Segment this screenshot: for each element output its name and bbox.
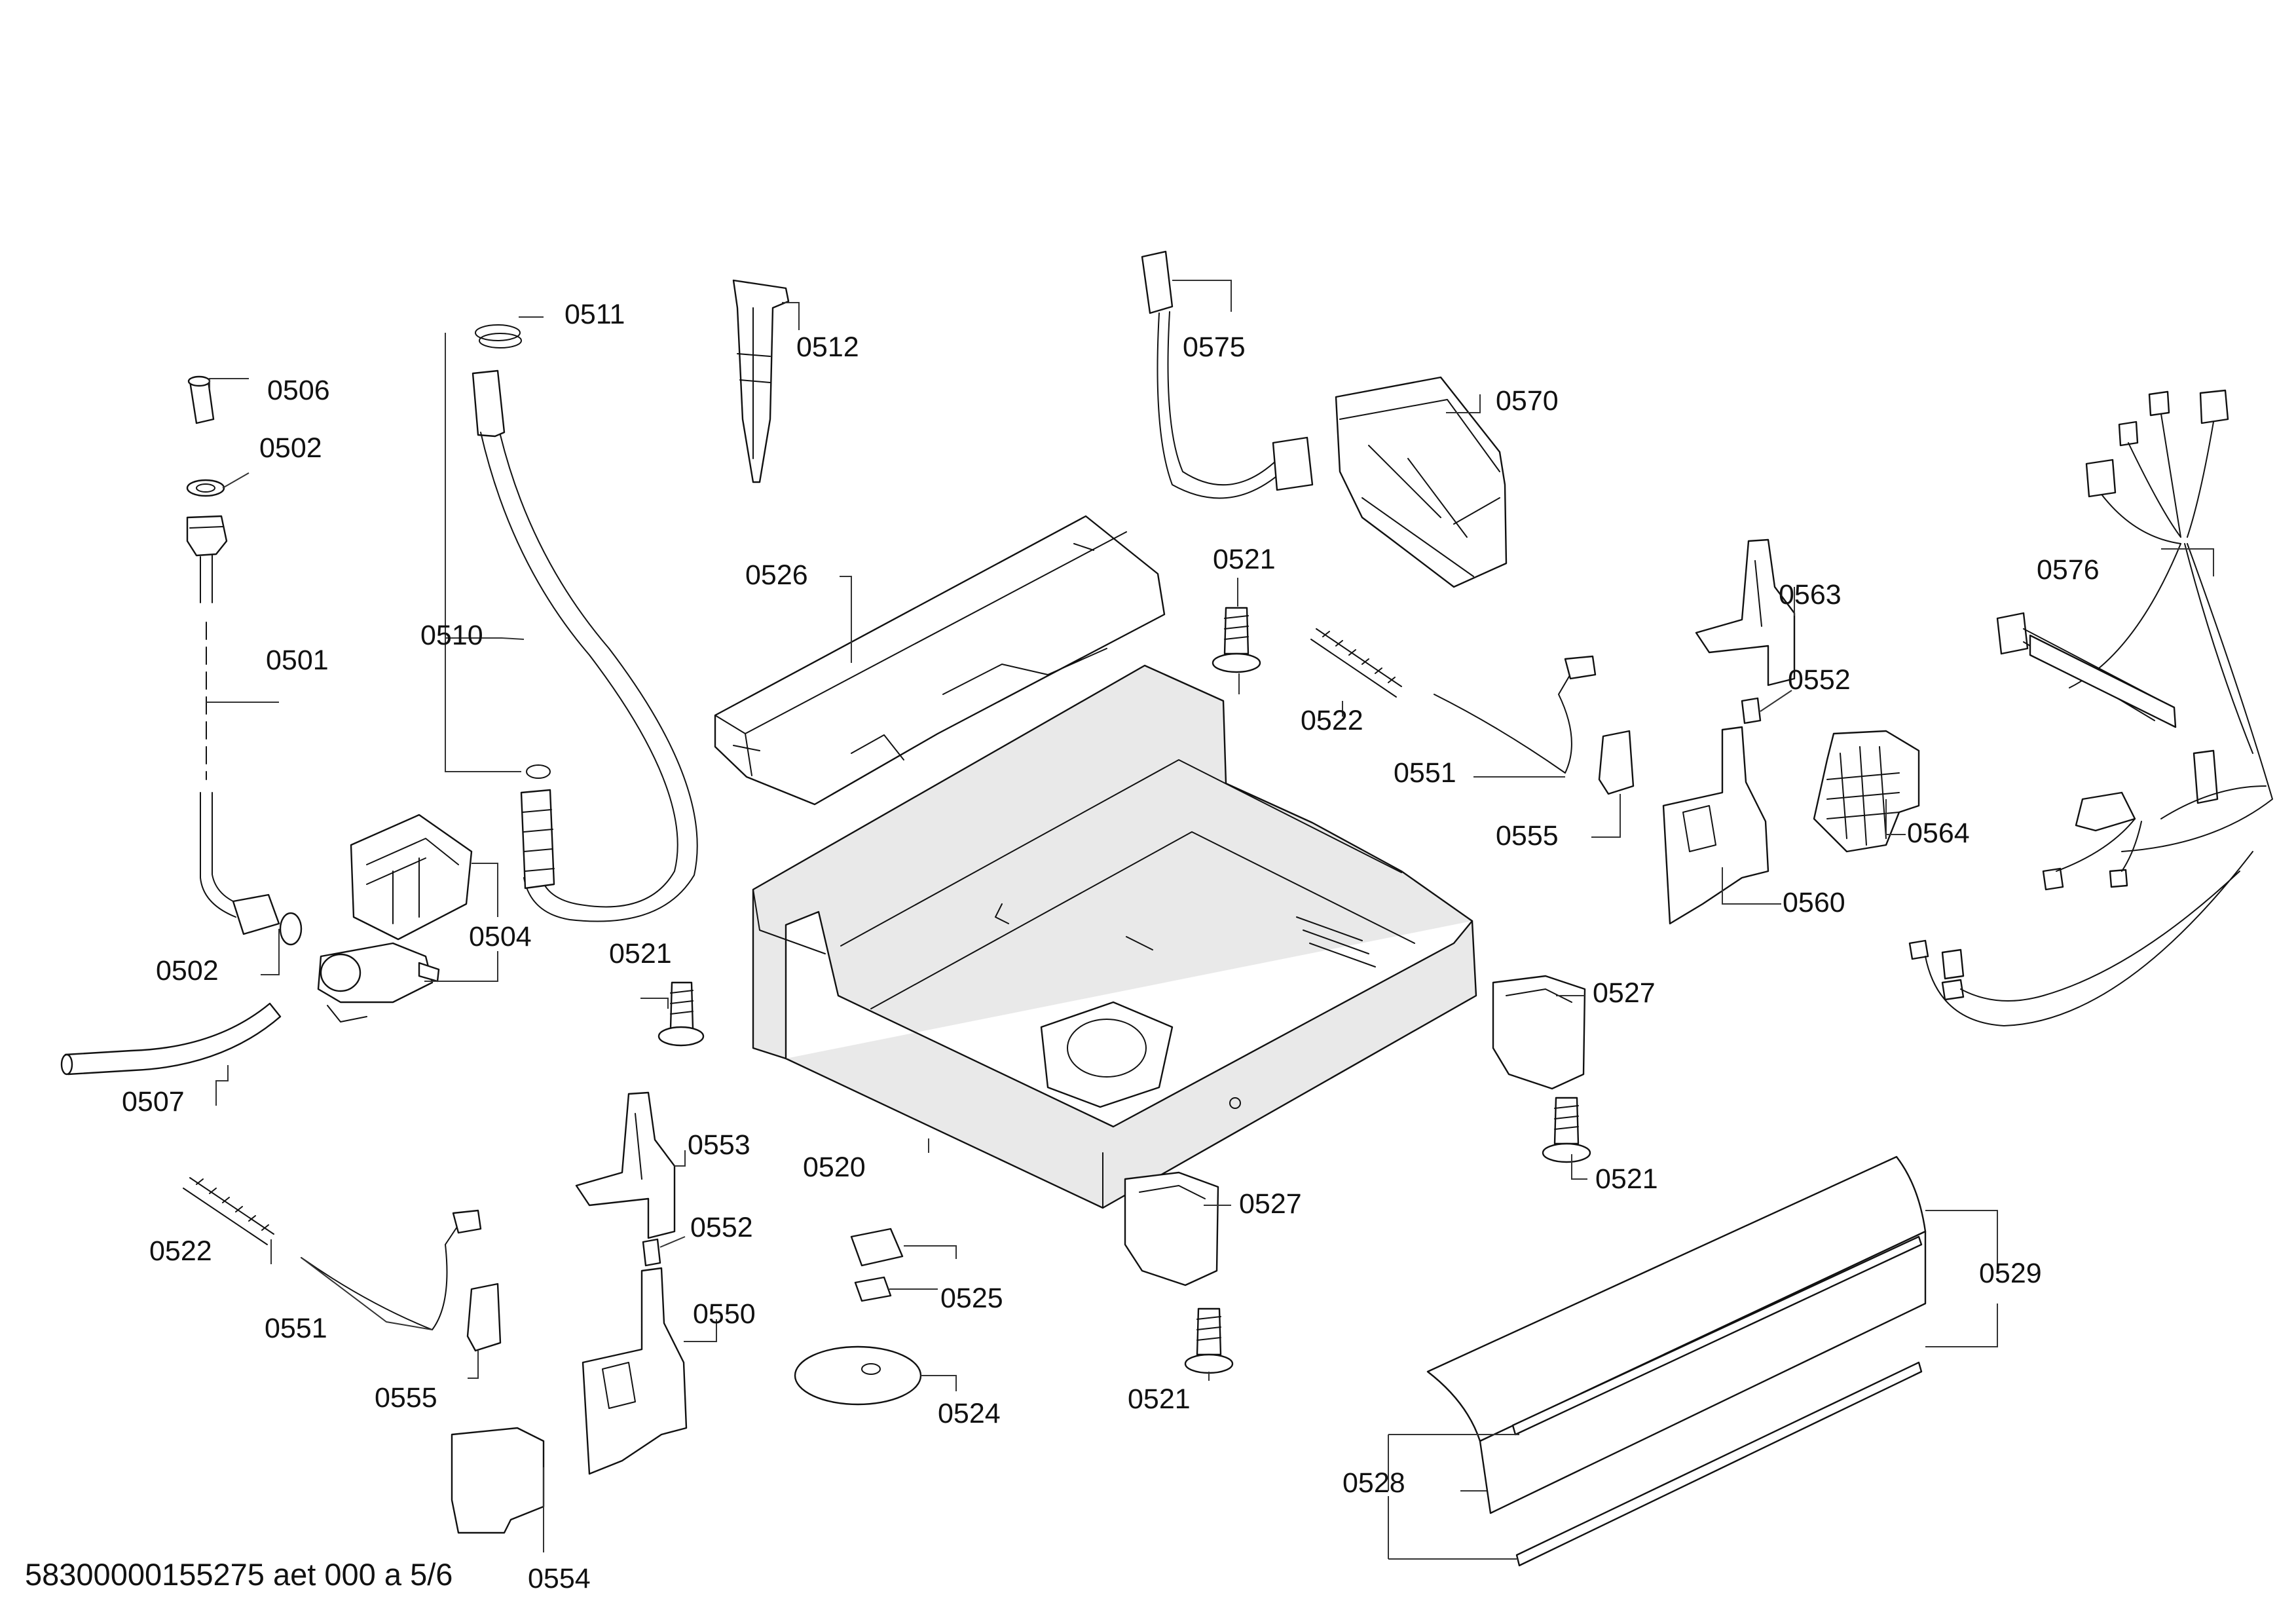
part-labels: 0506 0502 0501 0502 0507 0510 0511 0512 … [122,299,2100,1594]
part-0529-kick-plate [1426,1155,1927,1514]
part-0564-mesh-bracket [1813,730,1920,853]
label-0521-a: 0521 [609,938,672,969]
part-0521-screw-d [1184,1307,1234,1374]
label-0555-right: 0555 [1496,820,1559,852]
label-0551-right: 0551 [1394,757,1456,789]
part-0553-hinge-left [575,1091,676,1239]
label-0563: 0563 [1779,579,1842,610]
label-0527-a: 0527 [1593,977,1656,1009]
part-0570-control-module [1335,376,1508,588]
label-0553: 0553 [688,1129,750,1161]
part-0526-cover [714,515,1166,806]
part-0502-seal-top [186,479,225,497]
part-0521-screw-a [657,981,705,1047]
label-0525: 0525 [940,1283,1003,1314]
label-0527-b: 0527 [1239,1188,1302,1220]
part-0507-drain-hose [60,1002,282,1076]
label-0504: 0504 [469,921,532,952]
label-0555-left: 0555 [375,1382,437,1414]
part-0512-float [732,279,790,483]
label-0520: 0520 [803,1152,866,1183]
label-0552-right: 0552 [1788,664,1851,696]
label-0507: 0507 [122,1086,185,1117]
label-0510: 0510 [420,620,483,651]
part-0520-base-frame [752,664,1477,1209]
part-0525-switch [850,1228,904,1302]
part-0551-cable-right [1434,655,1597,774]
label-0560: 0560 [1783,887,1845,918]
label-0511: 0511 [565,299,625,330]
label-0526: 0526 [745,559,808,591]
part-0576-wiring-harness [1908,389,2273,1026]
label-0512: 0512 [796,331,859,363]
part-0501-inlet-hose [186,515,280,935]
label-0528: 0528 [1342,1467,1405,1499]
label-0521-c: 0521 [1595,1163,1658,1195]
label-0529: 0529 [1979,1258,2042,1289]
part-0506-cap [187,375,215,424]
label-0576: 0576 [2037,554,2100,586]
part-0528-trim-strip [1515,1361,1923,1567]
part-0552-clip-right [1741,697,1762,724]
part-0563-hinge-right [1695,538,1796,686]
label-0575: 0575 [1183,331,1246,363]
label-0521-d: 0521 [1128,1383,1191,1415]
label-0522-right: 0522 [1301,705,1363,736]
label-0551-left: 0551 [265,1313,327,1344]
part-0551-cable-left [301,1209,482,1330]
part-0521-screw-b [1212,607,1261,673]
part-0554-cover-left [451,1427,545,1534]
part-0504-drain-pump [317,814,473,1023]
part-0522-spring-right [1310,628,1402,698]
label-0564: 0564 [1907,817,1970,849]
part-0502-seal-bottom [279,912,303,946]
leader-lines [206,280,2214,1560]
label-0506: 0506 [267,375,330,406]
label-0552-left: 0552 [690,1212,753,1243]
label-0570: 0570 [1496,385,1559,417]
label-0501: 0501 [266,645,329,676]
part-0560-bracket-right [1662,726,1769,925]
part-0527-foot-a [1492,975,1586,1090]
label-0524: 0524 [938,1398,1001,1429]
part-0527-foot-b [1124,1171,1219,1286]
part-0575-mains-cable [1141,250,1314,499]
label-0554: 0554 [528,1563,591,1594]
part-0524-disc [794,1345,922,1406]
label-0521-b: 0521 [1213,544,1276,575]
label-0502-top: 0502 [259,432,322,464]
part-0555-clip-right [1598,730,1635,795]
part-0550-bracket-left [582,1267,688,1475]
part-0511-clamp [475,324,522,348]
drawing-reference-footer: 58300000155275 aet 000 a 5/6 [25,1557,453,1592]
part-0521-screw-c [1542,1097,1591,1163]
part-0510-hose [472,369,698,922]
label-0522-left: 0522 [149,1235,212,1267]
label-0550: 0550 [693,1298,756,1330]
part-0555-clip-left [466,1283,502,1352]
part-0552-clip-left [642,1238,661,1267]
part-0522-spring-left [183,1177,274,1245]
label-0502-bottom: 0502 [156,955,219,986]
